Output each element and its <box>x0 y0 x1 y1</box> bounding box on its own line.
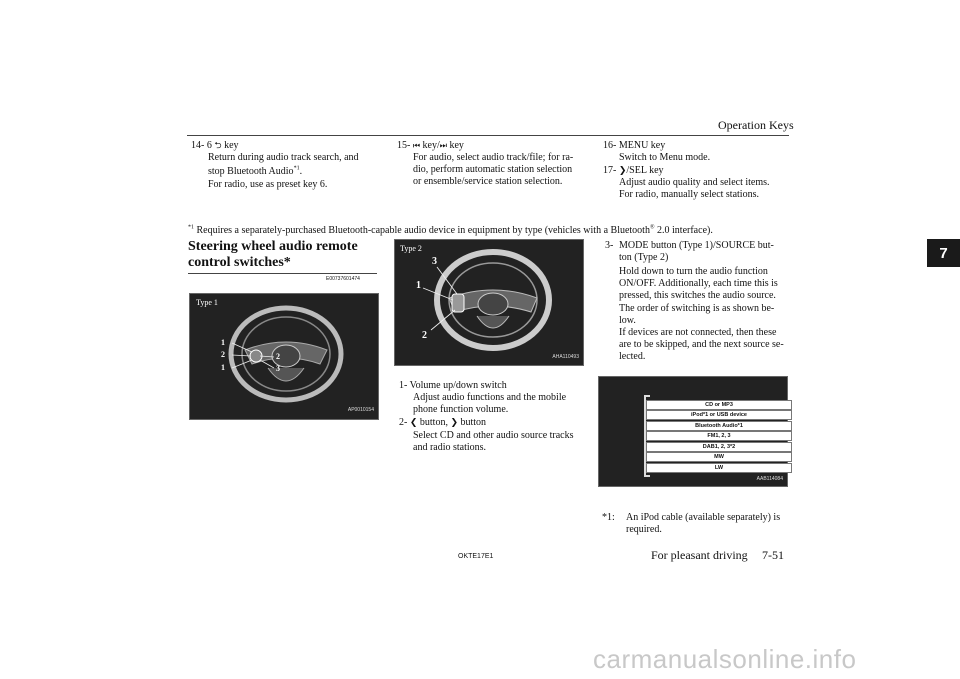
callout-1-upper: 1 <box>221 338 225 347</box>
item-15-heading: 15- ⏮ key/⏭ key <box>397 140 464 151</box>
figure-type2-label: Type 2 <box>400 244 422 253</box>
watermark: carmanualsonline.info <box>593 644 857 674</box>
item-14-line1: Return during audio track search, and <box>208 152 359 163</box>
mid-item-2-line1: Select CD and other audio source tracks <box>413 430 574 441</box>
return-arrow-icon: ⮌ <box>214 141 222 151</box>
item-16-heading: 16- MENU key <box>603 140 666 151</box>
item-14-line2: stop Bluetooth Audio*1. <box>208 165 303 177</box>
section-heading-line1: Steering wheel audio remote <box>188 239 358 254</box>
source-item-4: FM1, 2, 3 <box>646 431 792 441</box>
item-17-line2: For radio, manually select stations. <box>619 189 759 200</box>
callout-2-right: 2 <box>276 352 280 361</box>
item-15-line3: or ensemble/service station selection. <box>413 176 563 187</box>
item-17-line1: Adjust audio quality and select items. <box>619 177 770 188</box>
item-15-line1: For audio, select audio track/file; for … <box>413 152 574 163</box>
figure-source-code: AAB114084 <box>756 476 783 482</box>
item-14-line3: For radio, use as preset key 6. <box>208 179 328 190</box>
mid-item-1-line1: Adjust audio functions and the mobile <box>413 392 567 403</box>
bluetooth-footnote: *1 Requires a separately-purchased Bluet… <box>188 224 713 236</box>
item-17-heading: 17- ❯/SEL key <box>603 165 664 176</box>
source-item-5: DAB1, 2, 3*2 <box>646 442 792 452</box>
figure-type1-code: AP0010154 <box>347 407 374 413</box>
source-loop-bracket <box>644 395 650 477</box>
previous-track-icon: ⏮ <box>412 141 421 150</box>
note-line2: required. <box>626 524 662 535</box>
figure-type1-label: Type 1 <box>196 298 218 307</box>
note-line1: An iPod cable (available separately) is <box>626 512 781 523</box>
item-14-heading: 14- 6 ⮌ key <box>191 140 239 151</box>
type2-callout-3: 3 <box>432 256 437 267</box>
source-item-1: CD or MP3 <box>646 400 792 410</box>
right-item-3-line1: MODE button (Type 1)/SOURCE but- <box>619 240 774 251</box>
note-mark: *1: <box>602 512 615 523</box>
source-item-2: iPod*1 or USB device <box>646 410 792 420</box>
callout-3: 3 <box>276 364 280 373</box>
footer-section: For pleasant driving <box>651 548 748 562</box>
right-item-3-line8: If devices are not connected, then these <box>619 327 777 338</box>
chevron-right-icon: ❯ <box>618 166 627 176</box>
mid-item-2-line2: and radio stations. <box>413 442 487 453</box>
section-heading-rule <box>188 273 377 274</box>
section-code: E00737601474 <box>326 276 360 282</box>
figure-source-order: CD or MP3 iPod*1 or USB device Bluetooth… <box>598 376 792 487</box>
chevron-left-icon: ❮ <box>409 418 418 428</box>
right-item-3-line7: low. <box>619 315 636 326</box>
page-header-title: Operation Keys <box>718 118 794 132</box>
right-item-3-line2: ton (Type 2) <box>619 252 669 263</box>
header-rule <box>187 135 789 136</box>
source-item-3: Bluetooth Audio*1 <box>646 421 792 431</box>
right-item-3-line10: lected. <box>619 351 646 362</box>
type2-callout-2: 2 <box>422 330 427 341</box>
right-item-3-line4: ON/OFF. Additionally, each time this is <box>619 278 778 289</box>
section-heading-line2: control switches* <box>188 255 291 270</box>
right-item-3-line9: are to be skipped, and the next source s… <box>619 339 784 350</box>
type2-callout-1: 1 <box>416 280 421 291</box>
figure-type2-steering-wheel: Type 2 3 1 2 AHA110493 <box>394 239 584 366</box>
next-track-icon: ⏭ <box>439 141 447 150</box>
right-item-3-num: 3- <box>605 240 614 251</box>
figure-type2-code: AHA110493 <box>552 354 579 360</box>
callout-1-lower: 1 <box>221 363 225 372</box>
chevron-right-icon: ❯ <box>450 418 458 428</box>
source-item-6: MW <box>646 452 792 462</box>
chapter-tab: 7 <box>927 239 960 267</box>
steering-wheel-type2-drawing <box>422 249 552 351</box>
right-item-3-line5: pressed, this switches the audio source. <box>619 290 776 301</box>
figure-type1-steering-wheel: Type 1 1 2 1 2 3 AP0010154 <box>189 293 379 420</box>
mid-item-2-heading: 2- ❮ button, ❯ button <box>399 417 487 428</box>
item-16-line1: Switch to Menu mode. <box>619 152 711 163</box>
item-15-line2: dio, perform automatic station selection <box>413 164 573 175</box>
steering-wheel-type1-drawing <box>228 305 344 403</box>
mid-item-1-line2: phone function volume. <box>413 404 509 415</box>
callout-2-left: 2 <box>221 350 225 359</box>
footer-page-number: 7-51 <box>762 548 784 562</box>
right-item-3-line6: The order of switching is as shown be- <box>619 303 775 314</box>
right-item-3-line3: Hold down to turn the audio function <box>619 266 768 277</box>
source-item-7: LW <box>646 463 792 473</box>
mid-item-1-heading: 1- Volume up/down switch <box>399 380 507 391</box>
footer-code: OKTE17E1 <box>458 553 494 560</box>
